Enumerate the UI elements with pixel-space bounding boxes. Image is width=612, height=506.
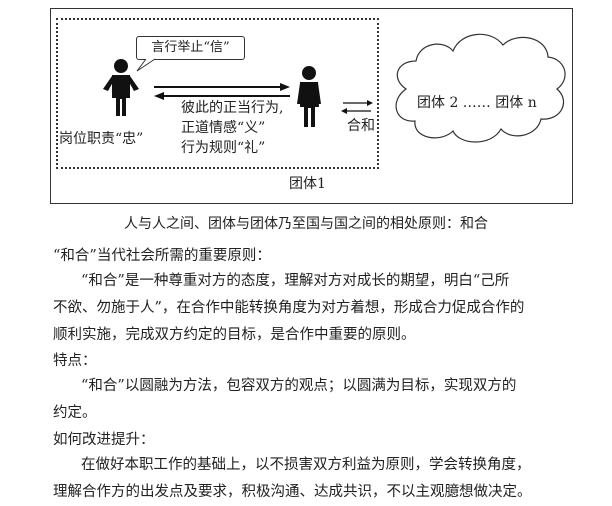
speech-bubble: 言行举止“信” xyxy=(136,36,245,60)
section-title: 特点： xyxy=(53,353,97,369)
person-icon xyxy=(297,66,321,127)
paragraph: “和合”以圆融为方法，包容双方的观点；以圆满为目标，实现双方的 约定。 xyxy=(53,373,577,427)
person-icon xyxy=(103,59,139,116)
paragraph: “和合”是一种尊重对方的态度，理解对方对成长的期望，明白“己所 不欲、勿施于人”… xyxy=(53,268,577,349)
harmony-label: 合和 xyxy=(347,118,375,134)
section-title: “和合”当代社会所需的重要原则： xyxy=(53,248,271,264)
paragraph-line: 理解合作方的出发点及要求，积极沟通、达成共识，不以主观臆想做决定。 xyxy=(53,484,532,500)
group1-boundary xyxy=(56,18,379,169)
left-person-label: 岗位职责“忠” xyxy=(59,131,144,147)
diagram-graphics xyxy=(103,33,566,143)
diagram-frame: 言行举止“信” xyxy=(50,8,573,204)
paragraph-line: 在做好本职工作的基础上，以不损害双方利益为原则，学会转换角度， xyxy=(81,457,531,473)
arrow-text-line: 彼此的正当行为, xyxy=(181,100,284,116)
section-title: 如何改进提升： xyxy=(53,432,155,448)
paragraph-line: 不欲、勿施于人”，在合作中能转换角度为对方着想，形成合力促成合作的 xyxy=(53,300,525,316)
paragraph-line: 约定。 xyxy=(53,405,97,421)
paragraph-line: “和合”是一种尊重对方的态度，理解对方对成长的期望，明白“己所 xyxy=(81,273,510,289)
speech-bubble-tail xyxy=(136,58,156,72)
figure-caption: 人与人之间、团体与团体乃至国与国之间的相处原则：和合 xyxy=(124,216,488,232)
speech-bubble-text: 言行举止“信” xyxy=(151,40,230,55)
arrow-text-line: 正道情感“义” xyxy=(181,120,266,136)
small-two-way-arrow xyxy=(341,100,373,114)
arrow-text-line: 行为规则“礼” xyxy=(181,140,266,156)
paragraph-line: 顺利实施，完成双方约定的目标，是合作中重要的原则。 xyxy=(53,327,416,343)
cloud-shape xyxy=(395,33,566,143)
two-way-arrow xyxy=(154,83,290,100)
cloud-text: 团体 2 …… 团体 n xyxy=(417,95,537,111)
paragraph-line: “和合”以圆融为方法，包容双方的观点；以圆满为目标，实现双方的 xyxy=(81,378,517,394)
paragraph: 在做好本职工作的基础上，以不损害双方利益为原则，学会转换角度， 理解合作方的出发… xyxy=(53,452,577,506)
group1-label: 团体1 xyxy=(289,176,326,192)
